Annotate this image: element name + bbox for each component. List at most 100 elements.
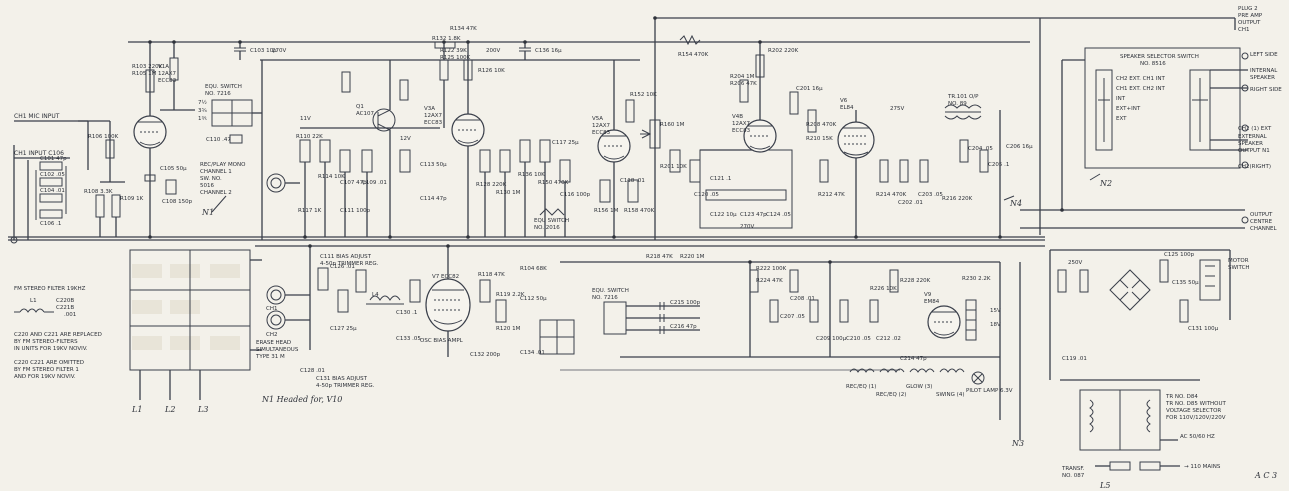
hand-n2: N2 [1099,179,1112,188]
mains-transformer: TR NO. D84 TR NO. D85 WITHOUT VOLTAGE SE… [1061,389,1277,490]
r154-label: R152 10K [630,92,657,98]
c105-label: C105 50µ [160,166,187,172]
v7-label: V7 ECC82 [432,274,459,280]
hand-l2: L2 [164,405,175,414]
aux-input-label: CH1 INPUT C106 [14,150,64,157]
output-transformer: TR.101 O/P NO. 89 C204 .05 C205 .1 C206 … [942,94,1033,237]
junctions [148,16,1064,264]
r110-label: R110 22K [296,134,323,140]
v1a-alt: ECC83 [158,78,177,84]
c206-label: C206 16µ [1006,144,1033,150]
c132-label: C132 200p [470,352,501,358]
equ-switch-number: NO. 7216 [205,91,231,97]
voltage-200v: 200V [486,48,500,54]
r122-label: R120 1M [496,326,521,332]
bias-adjust-1-desc: 4-50p TRIMMER REG. [320,261,379,267]
equaliser-switch-2: EQU. SWITCH NO. 7216 C215 100p C216 47p … [592,254,705,335]
speed-7-5: 7½ [198,99,207,106]
c124-label: C124 .05 [766,212,791,218]
fm-note1-line2: BY FM STEREO-FILTERS [14,339,78,345]
channel1-label: CHANNEL 1 [200,169,232,175]
r108-label: R108 3.3K [84,189,113,195]
switch-cluster-mid: R104 68K C112 50µ C134 .01 [520,266,575,356]
speaker-switch-no: NO. 8516 [1140,61,1166,67]
r230-label: R228 220K [900,278,931,284]
mic-input-label: CH1 MIC INPUT [14,113,60,120]
fm-filter-val: .001 [64,312,76,318]
v4b-label: V4B [732,114,743,120]
vsel-3: VOLTAGE SELECTOR [1166,408,1221,414]
hand-n1: N1 [201,208,214,217]
r210-label: R208 470K [806,122,837,128]
tube-v5a: V5A 12AX7 ECC83 R152 10K R156 1M R158 47… [592,60,657,237]
fm-filter-c220: C220B [56,298,74,304]
ac-label: AC 50/60 HZ [1180,434,1215,440]
speaker-mode-2: CH1 EXT. CH2 INT [1116,86,1166,92]
r104-label: R104 68K [520,266,547,272]
r136-label: R134 47K [450,26,477,32]
switch-bank-left: L1 L2 L3 [129,249,262,414]
tube-v4b: V4B 12AX7 ECC83 R202 220K R204 1M R206 4… [730,42,799,153]
c103-cap: C103 10µ 270V [234,42,286,60]
c203-label: C203 .05 [918,192,943,198]
v6-label: V6 [840,98,848,104]
fm-note1-line1: C220 AND C221 ARE REPLACED [14,332,102,338]
fm-note1-line3: IN UNITS FOR 19KV NOVIV. [14,346,88,352]
c118-label: C118 .01 [620,178,645,184]
r204-label: R202 220K [768,48,799,54]
voltage-11v: 11V [300,116,311,122]
plug-out-3: OUTPUT [1238,20,1261,26]
v1a-type: 12AX7 [158,71,177,77]
equ-lower-label: EQU. SWITCH [592,288,629,294]
r220-label: R218 47K [646,254,673,260]
output-labels: PLUG 2 PRE AMP OUTPUT CH1 LEFT SIDE INTE… [1234,6,1282,232]
c122-label: C122 10µ [710,212,737,218]
sw-no-label: SW. NO. [200,176,222,182]
c112-label: C112 50µ [520,296,547,302]
bias-adjust-1: C111 BIAS ADJUST [320,254,372,260]
output-centre-3: CHANNEL [1250,226,1277,232]
c123-label: C123 47p [740,212,767,218]
output-centre-2: CENTRE [1250,219,1273,225]
hand-n4: N4 [1009,199,1022,208]
ch2-ext-2: EXTERNAL [1238,134,1268,140]
c106-label: C106 .1 [40,221,61,227]
ch2-ext-4: OUTPUT N1 [1238,148,1270,154]
r224-label: R222 100K [756,266,787,272]
mains-transf-no: NO. 087 [1062,473,1085,479]
transformer-label: TR.101 O/P [947,94,979,100]
c202-label: C202 .01 [898,200,923,206]
r208-label: R206 47K [730,81,757,87]
r218-label: R216 220K [942,196,973,202]
r156-label: R154 470K [678,52,709,58]
v3a-label: V3A [424,106,435,112]
c127-label: C127 25µ [330,326,357,332]
volume-pot-center: R160 1M R201 10K C120 .05 C121 .1 C122 1… [640,119,793,230]
r160-label: R158 470K [624,208,655,214]
tube-v1a: V1A 12AX7 ECC83 R103 220K R105 1M C105 5… [132,42,195,237]
r158-label: R156 1M [594,208,619,214]
c119-label: C119 .01 [1062,356,1087,362]
c130-label: C130 .1 [396,310,417,316]
c126-label: C126 .01 [330,264,355,270]
sw-number: 5016 [200,183,214,189]
transformer-number: NO. 89 [948,101,967,107]
c102-label: C102 .05 [40,172,65,178]
internal-speaker-1: INTERNAL [1250,68,1278,74]
hand-corner: A C 3 [1254,471,1277,480]
v4b-alt: ECC83 [732,128,751,134]
c212-label: C212 .02 [876,336,901,342]
channel2-label: CHANNEL 2 [200,190,232,196]
hand-l5: L5 [1099,481,1110,490]
top-caps: C136 16µ R132 1.8K R134 47K R154 470K [432,26,709,60]
c121-label: C121 .1 [710,176,731,182]
speaker-mode-5: EXT [1116,116,1127,122]
ch2-ext-3: SPEAKER [1238,141,1263,147]
fm-note2-line3: AND FOR 19KV NOVIV. [14,374,76,380]
lamp-1: REC/EQ (1) [846,384,876,390]
tape-heads: CH1 CH2 ERASE HEAD SIMULTANEOUS TYPE 31 … [255,246,367,404]
tube-v9: V9 EM84 R230 2.2K C214 47p 15V 18V [900,276,1001,362]
input-section: CH1 MIC INPUT CH1 INPUT C106 C101 47p C1… [10,113,144,244]
mains-transf-label: TRANSF. [1061,466,1085,472]
rec-play-switch: REC/PLAY MONO CHANNEL 1 SW. NO. 5016 CHA… [200,162,246,217]
